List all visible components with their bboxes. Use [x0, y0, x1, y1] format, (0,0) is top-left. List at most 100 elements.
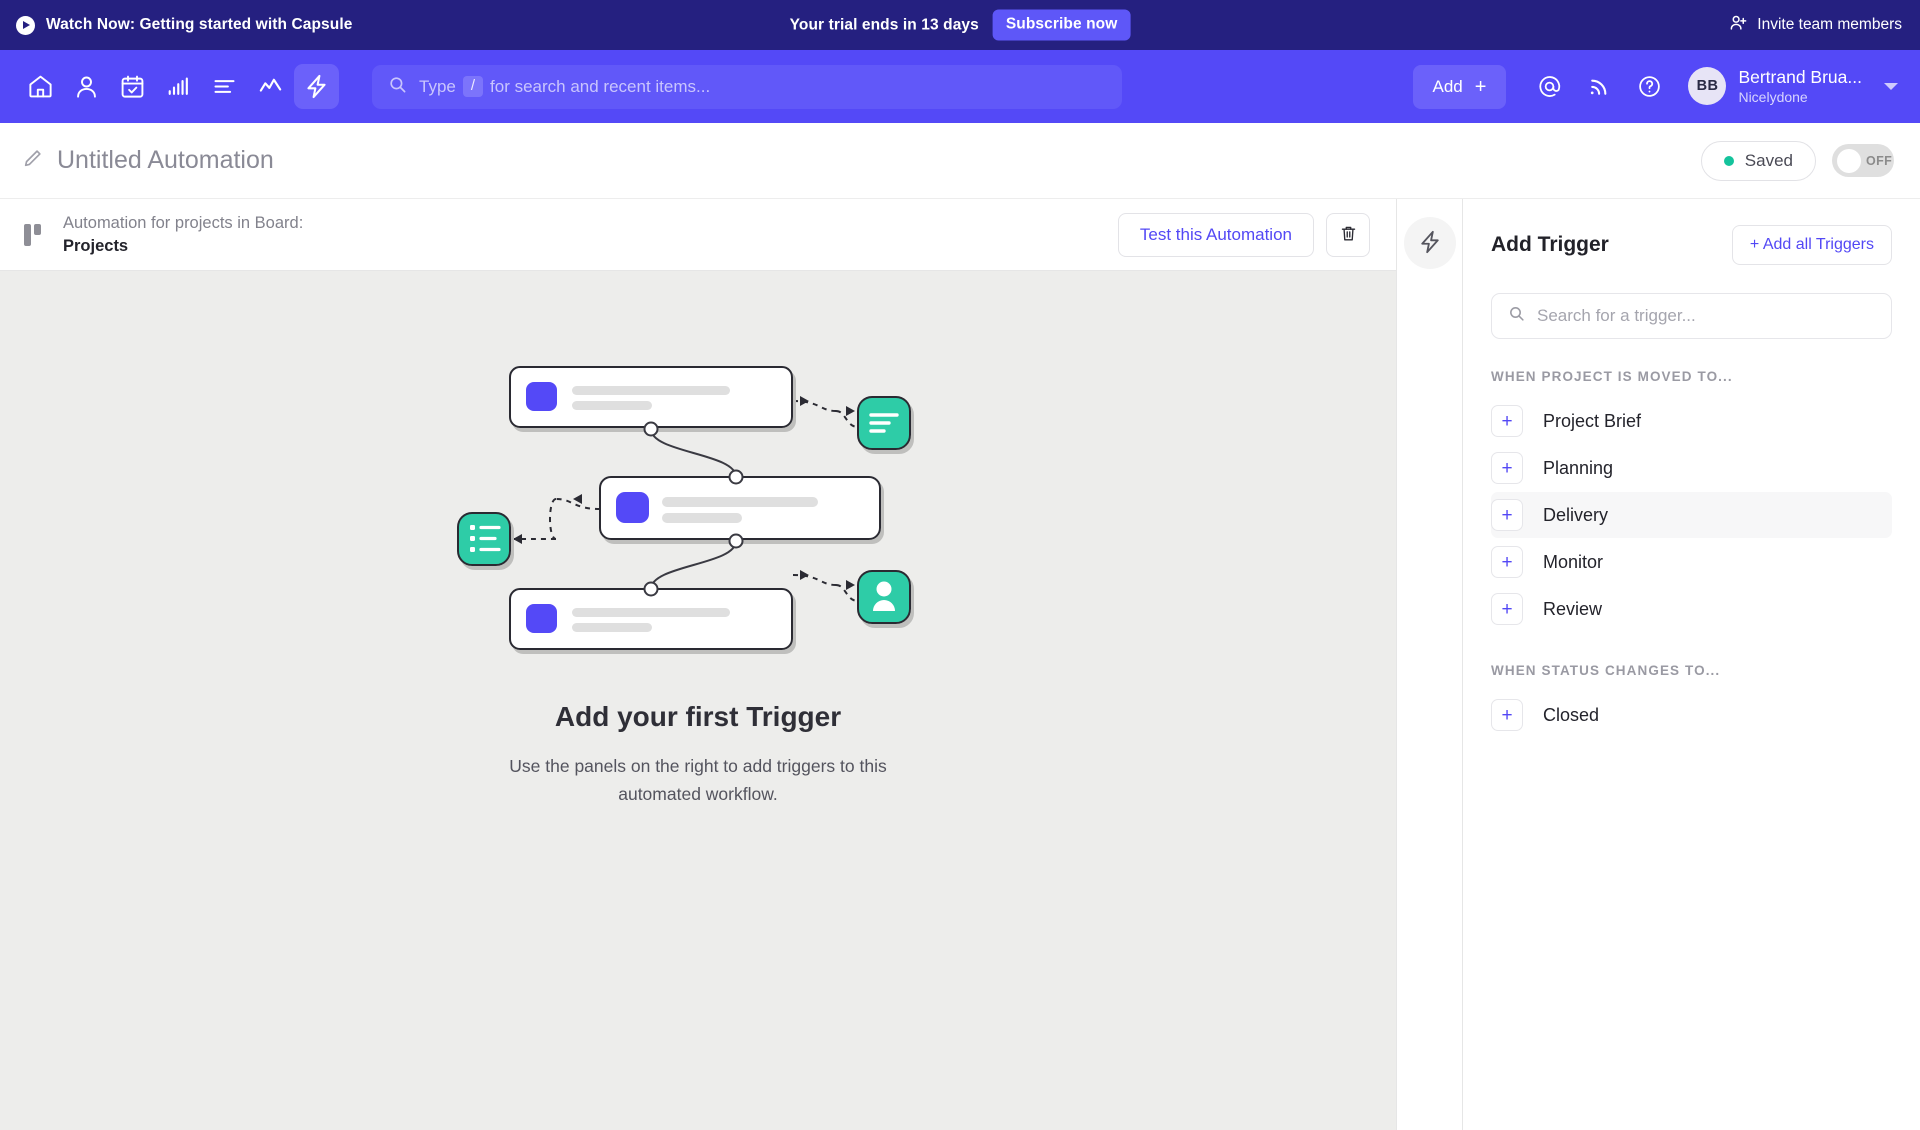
nav-right-group: Add + BB Bertrand B	[1412, 64, 1902, 110]
main-navbar: Type / for search and recent items... Ad…	[0, 50, 1920, 123]
search-icon	[1508, 305, 1525, 327]
test-automation-button[interactable]: Test this Automation	[1117, 212, 1314, 257]
panel-tab-strip	[1397, 199, 1463, 1130]
trigger-item-project-brief[interactable]: + Project Brief	[1491, 398, 1892, 444]
nav-person-icon[interactable]	[64, 64, 109, 109]
play-icon	[16, 15, 35, 35]
saved-label: Saved	[1744, 150, 1793, 170]
plus-icon: +	[1491, 699, 1523, 731]
status-badge: Saved	[1700, 140, 1816, 181]
search-icon	[388, 75, 407, 99]
invite-team-members-button[interactable]: Invite team members	[1729, 13, 1920, 37]
board-icon	[24, 223, 41, 246]
board-label: Automation for projects in Board:	[63, 214, 304, 233]
trigger-item-planning[interactable]: + Planning	[1491, 445, 1892, 491]
title-left-group: Untitled Automation	[22, 146, 274, 175]
trigger-item-delivery[interactable]: + Delivery	[1491, 492, 1892, 538]
trigger-label: Project Brief	[1543, 410, 1642, 431]
nav-lightning-icon[interactable]	[294, 64, 339, 109]
panel-header: Add Trigger + Add all Triggers	[1491, 225, 1892, 265]
trigger-label: Closed	[1543, 704, 1600, 725]
add-trigger-panel: Add Trigger + Add all Triggers WHEN PROJ…	[1463, 199, 1920, 1130]
automation-enable-toggle[interactable]: OFF	[1832, 144, 1894, 177]
page-title-bar: Untitled Automation Saved OFF	[0, 123, 1920, 199]
nav-calendar-check-icon[interactable]	[110, 64, 155, 109]
trigger-group-project-moved: WHEN PROJECT IS MOVED TO... + Project Br…	[1491, 369, 1892, 632]
plus-icon: +	[1491, 546, 1523, 578]
avatar: BB	[1688, 67, 1727, 106]
automation-canvas: Add your first Trigger Use the panels on…	[0, 271, 1396, 1130]
empty-state-title: Add your first Trigger	[554, 701, 842, 732]
trigger-item-monitor[interactable]: + Monitor	[1491, 539, 1892, 585]
nav-trending-line-icon[interactable]	[248, 64, 293, 109]
toggle-knob	[1837, 148, 1861, 173]
nav-list-icon[interactable]	[202, 64, 247, 109]
plus-icon: +	[1491, 593, 1523, 625]
empty-state-illustration	[457, 366, 911, 650]
plus-icon: +	[1491, 452, 1523, 484]
canvas-column: Automation for projects in Board: Projec…	[0, 199, 1397, 1130]
trial-text: Your trial ends in 13 days	[790, 16, 979, 34]
board-info: Automation for projects in Board: Projec…	[24, 212, 303, 257]
watch-now-link[interactable]: Watch Now: Getting started with Capsule	[0, 15, 353, 35]
trial-notice: Your trial ends in 13 days Subscribe now	[790, 9, 1131, 41]
trigger-search-field[interactable]	[1491, 293, 1892, 339]
board-name: Projects	[63, 236, 129, 255]
user-org: Nicelydone	[1738, 88, 1808, 105]
chevron-down-icon[interactable]	[1884, 83, 1898, 90]
delete-automation-button[interactable]	[1326, 212, 1370, 257]
add-label: Add	[1432, 76, 1463, 96]
user-profile-chip[interactable]: BB Bertrand Brua... Nicelydone	[1688, 67, 1862, 106]
activity-feed-icon[interactable]	[1576, 64, 1622, 110]
add-button[interactable]: Add +	[1412, 64, 1507, 109]
trigger-item-review[interactable]: + Review	[1491, 586, 1892, 632]
group-label: WHEN PROJECT IS MOVED TO...	[1491, 369, 1733, 384]
add-all-triggers-button[interactable]: + Add all Triggers	[1731, 225, 1892, 265]
panel-title: Add Trigger	[1491, 233, 1609, 256]
trigger-item-closed[interactable]: + Closed	[1491, 692, 1892, 738]
user-meta: Bertrand Brua... Nicelydone	[1738, 67, 1862, 105]
toggle-label: OFF	[1866, 153, 1893, 168]
automation-header: Automation for projects in Board: Projec…	[0, 199, 1396, 271]
group-spacer	[1491, 633, 1892, 663]
board-text: Automation for projects in Board: Projec…	[63, 212, 303, 257]
group-label: WHEN STATUS CHANGES TO...	[1491, 663, 1721, 678]
status-dot-icon	[1723, 155, 1734, 166]
plus-icon: +	[1474, 75, 1487, 98]
invite-label: Invite team members	[1757, 16, 1902, 33]
trigger-label: Monitor	[1543, 551, 1604, 572]
trash-icon	[1339, 224, 1358, 246]
nav-home-icon[interactable]	[18, 64, 63, 109]
page-title: Untitled Automation	[57, 146, 274, 174]
automation-actions: Test this Automation	[1117, 212, 1370, 257]
user-name: Bertrand Brua...	[1738, 67, 1862, 88]
title-right-group: Saved OFF	[1700, 140, 1894, 181]
nav-bar-chart-icon[interactable]	[156, 64, 201, 109]
plus-icon: +	[1491, 405, 1523, 437]
search-input[interactable]	[1537, 306, 1875, 326]
at-mention-icon[interactable]	[1526, 64, 1572, 110]
pencil-icon[interactable]	[22, 148, 43, 174]
trial-days: 13 days	[921, 16, 979, 33]
trigger-group-status-changed: WHEN STATUS CHANGES TO... + Closed	[1491, 663, 1892, 738]
global-search-input[interactable]: Type / for search and recent items...	[372, 64, 1122, 109]
trigger-label: Delivery	[1543, 504, 1609, 525]
help-question-icon[interactable]	[1626, 64, 1672, 110]
person-add-icon	[1729, 13, 1748, 37]
empty-state-subtitle: Use the panels on the right to add trigg…	[509, 756, 887, 804]
search-placeholder: Type / for search and recent items...	[419, 75, 711, 98]
body-area: Automation for projects in Board: Projec…	[0, 199, 1920, 1130]
watch-now-label: Watch Now: Getting started with Capsule	[46, 16, 353, 33]
triggers-tab-button[interactable]	[1403, 217, 1456, 269]
trial-prefix: Your trial ends in	[789, 16, 922, 33]
plus-icon: +	[1491, 499, 1523, 531]
trigger-label: Planning	[1543, 457, 1614, 478]
nav-icon-group	[18, 64, 340, 109]
subscribe-now-button[interactable]: Subscribe now	[992, 9, 1131, 41]
search-slash-key: /	[462, 75, 484, 98]
trigger-label: Review	[1543, 598, 1603, 619]
search-suffix: for search and recent items...	[490, 76, 711, 96]
lightning-icon	[1417, 229, 1443, 258]
promo-banner: Watch Now: Getting started with Capsule …	[0, 0, 1920, 50]
search-prefix: Type	[419, 76, 456, 96]
